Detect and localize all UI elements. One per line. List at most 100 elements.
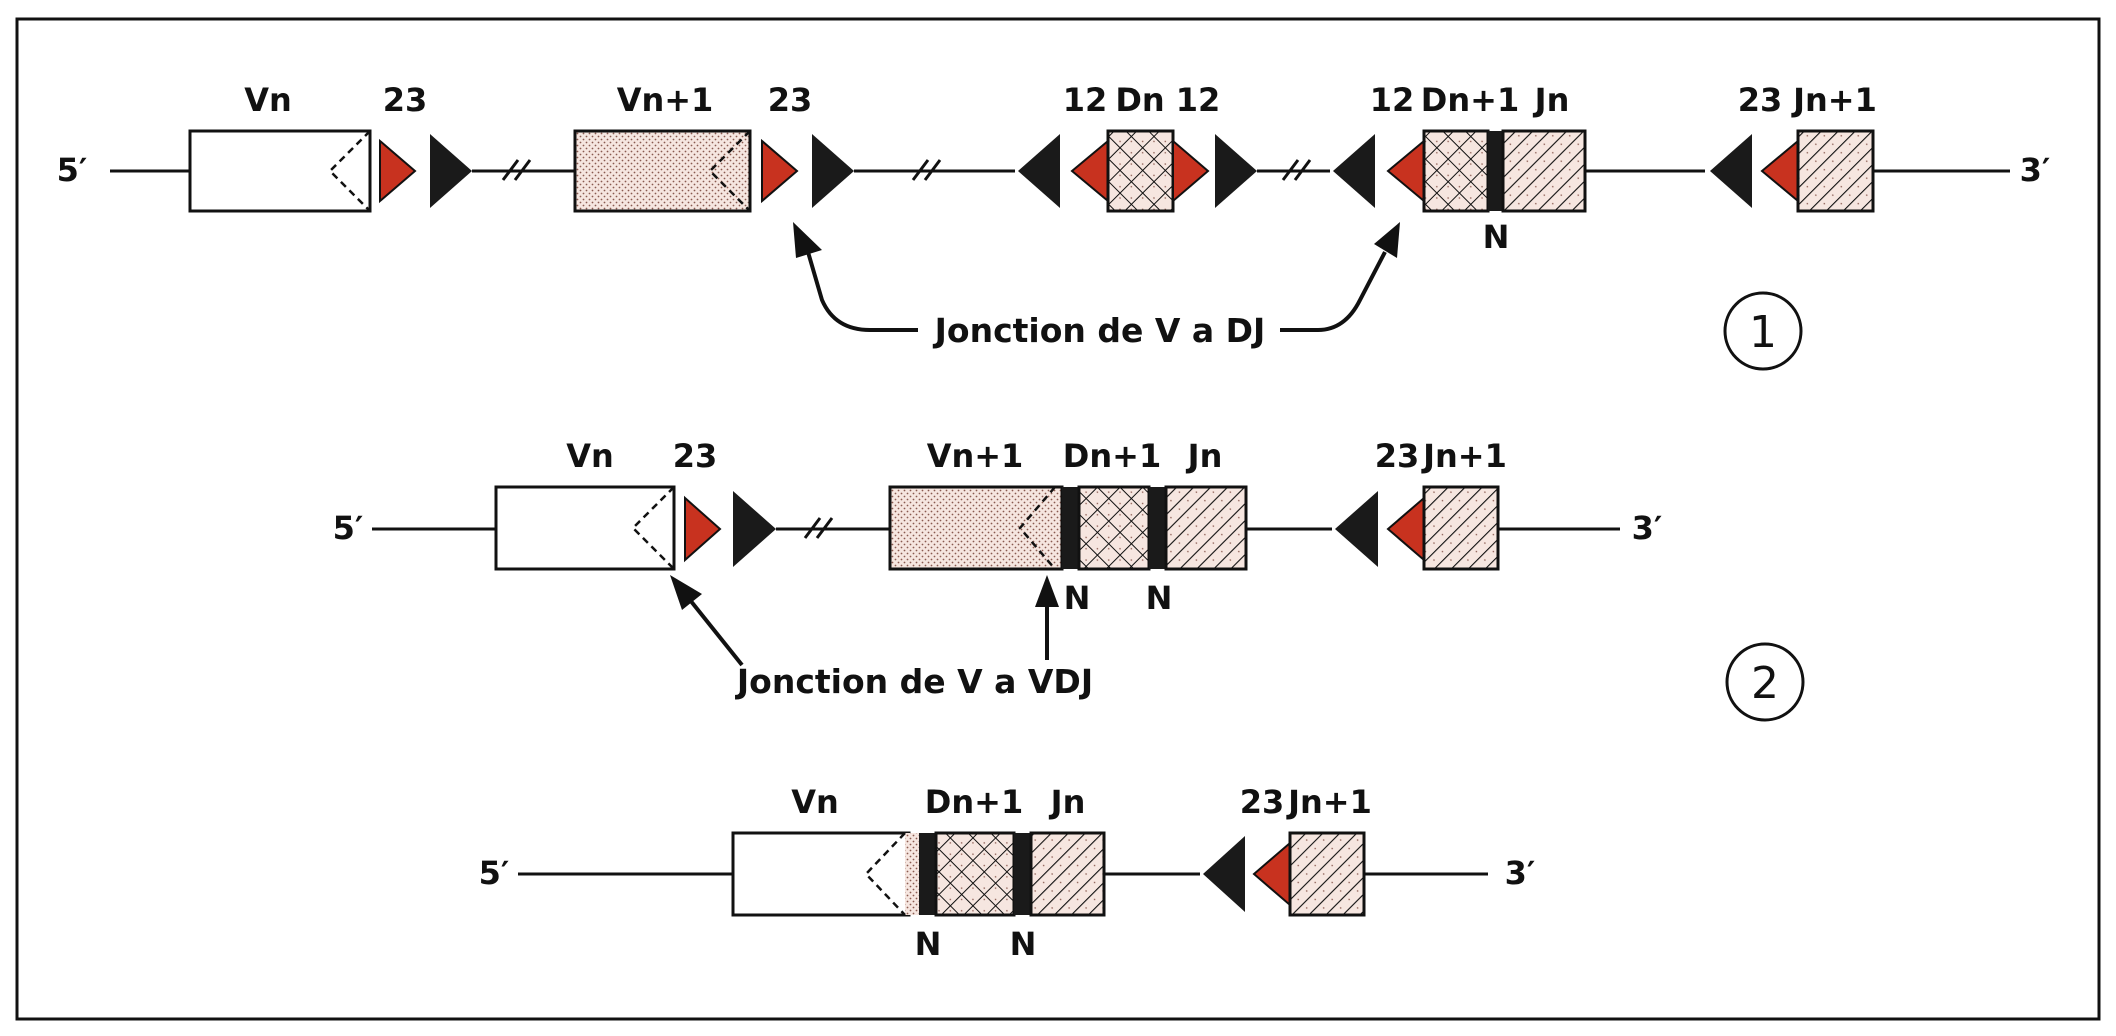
vn-dashed-marker: [631, 486, 675, 570]
n-label: N: [1146, 579, 1173, 617]
break-mark-icon: [911, 159, 942, 181]
n-label: N: [1483, 218, 1510, 256]
jn1-label: Jn+1: [1286, 783, 1372, 821]
rss-23-triangle: [1252, 840, 1291, 908]
n-label: N: [915, 925, 942, 963]
rss-heptamer-triangle: [1018, 134, 1060, 208]
rss-12-label: 12: [1063, 81, 1108, 119]
jn-segment: [1029, 831, 1106, 917]
dn-label: Dn: [1115, 81, 1164, 119]
vn-dashed-marker: [328, 130, 371, 212]
dn1-label: Dn+1: [1063, 437, 1161, 475]
vn-dashed-marker: [864, 832, 906, 916]
jn1-label: Jn+1: [1421, 437, 1507, 475]
break-mark-icon: [501, 159, 532, 181]
rss-23-triangle: [1760, 138, 1799, 204]
vn-label: Vn: [791, 783, 839, 821]
break-mark-icon: [803, 517, 834, 539]
rss-12-triangle: [1386, 138, 1425, 204]
arrow-left-line: [806, 251, 918, 332]
vn1-dashed-marker: [708, 130, 751, 212]
dn-segment: [1106, 129, 1175, 213]
vn-label: Vn: [244, 81, 292, 119]
jn1-segment: [1422, 485, 1500, 571]
rss-23-label: 23: [673, 437, 718, 475]
rss-23-label: 23: [1240, 783, 1285, 821]
rss-23-label: 23: [768, 81, 813, 119]
end-5-label: 5′: [333, 509, 364, 547]
vn-segment: [494, 485, 676, 571]
step-1-circle: [1723, 291, 1803, 371]
n-region: [919, 833, 936, 915]
rss-heptamer-triangle: [1215, 134, 1257, 208]
vn-label: Vn: [566, 437, 614, 475]
jn1-segment: [1288, 831, 1366, 917]
vn-remnant: [905, 833, 919, 915]
jn1-label: Jn+1: [1791, 81, 1877, 119]
rss-heptamer-triangle: [812, 134, 854, 208]
end-3-label: 3′: [1505, 854, 1536, 892]
end-3-label: 3′: [2020, 151, 2051, 189]
arrow-head-icon: [793, 222, 822, 258]
row-1-germline: 5′: [57, 81, 2051, 371]
arrow-head-icon: [1035, 575, 1059, 607]
rss-23-triangle: [1386, 495, 1425, 563]
rss-12-triangle: [1070, 138, 1109, 204]
rss-heptamer-triangle: [1203, 836, 1245, 912]
end-5-label: 5′: [57, 151, 88, 189]
junction-arrows: [793, 222, 1400, 332]
arrow-head-icon: [1374, 222, 1400, 258]
junction-caption: Jonction de V a VDJ: [735, 662, 1093, 701]
dn1-label: Dn+1: [925, 783, 1023, 821]
dn1-segment: [934, 831, 1016, 917]
jn-segment: [1164, 485, 1248, 571]
n-region: [1488, 131, 1503, 211]
rss-12-label: 12: [1176, 81, 1221, 119]
n-region: [1149, 487, 1166, 569]
n-label: N: [1064, 579, 1091, 617]
end-3-label: 3′: [1632, 509, 1663, 547]
vn1-dashed-marker: [1018, 486, 1056, 570]
step-2-circle: [1725, 642, 1805, 722]
step-1-number: 1: [1749, 307, 1777, 358]
n-region: [1014, 833, 1031, 915]
jn-segment: [1501, 129, 1587, 213]
jn-label: Jn: [1186, 437, 1223, 475]
rss-heptamer-triangle: [733, 491, 776, 567]
rss-heptamer-triangle: [1333, 134, 1375, 208]
dn1-segment: [1422, 129, 1490, 213]
vn1-segment: [573, 129, 752, 213]
step-2-number: 2: [1751, 658, 1779, 709]
vn-segment: [731, 831, 911, 917]
rss-23-triangle: [761, 138, 799, 204]
n-region: [1062, 487, 1079, 569]
dn1-segment: [1077, 485, 1151, 571]
vn-segment: [188, 129, 372, 213]
rss-23-label: 23: [1738, 81, 1783, 119]
rss-23-label: 23: [1375, 437, 1420, 475]
junction-caption: Jonction de V a DJ: [933, 311, 1266, 350]
rss-12-triangle: [1172, 138, 1210, 204]
row-2-dj-joined: 5′ 3′ Vn 23 Vn+1 Dn+1 Jn 23 Jn+1 N N: [333, 437, 1805, 722]
rss-heptamer-triangle: [1710, 134, 1752, 208]
row-3-vdj-joined: 5′ 3′ Vn Dn+1 Jn 23 Jn+1 N N: [479, 783, 1536, 963]
rss-12-label: 12: [1370, 81, 1415, 119]
jn-label: Jn: [1533, 81, 1570, 119]
arrow-head-icon: [670, 575, 702, 610]
vn1-label: Vn+1: [617, 81, 714, 119]
arrow-right-line: [1280, 251, 1387, 332]
vn1-segment: [888, 485, 1064, 571]
junction-arrows: [670, 575, 1059, 667]
break-mark-icon: [1281, 159, 1312, 181]
dn1-label: Dn+1: [1421, 81, 1519, 119]
vn1-label: Vn+1: [927, 437, 1024, 475]
rss-23-triangle: [379, 138, 417, 204]
rss-23-triangle: [684, 495, 722, 563]
jn-label: Jn: [1049, 783, 1086, 821]
n-label: N: [1010, 925, 1037, 963]
rss-heptamer-triangle: [1335, 491, 1378, 567]
rss-23-label: 23: [383, 81, 428, 119]
jn1-segment: [1796, 129, 1875, 213]
end-5-label: 5′: [479, 854, 510, 892]
